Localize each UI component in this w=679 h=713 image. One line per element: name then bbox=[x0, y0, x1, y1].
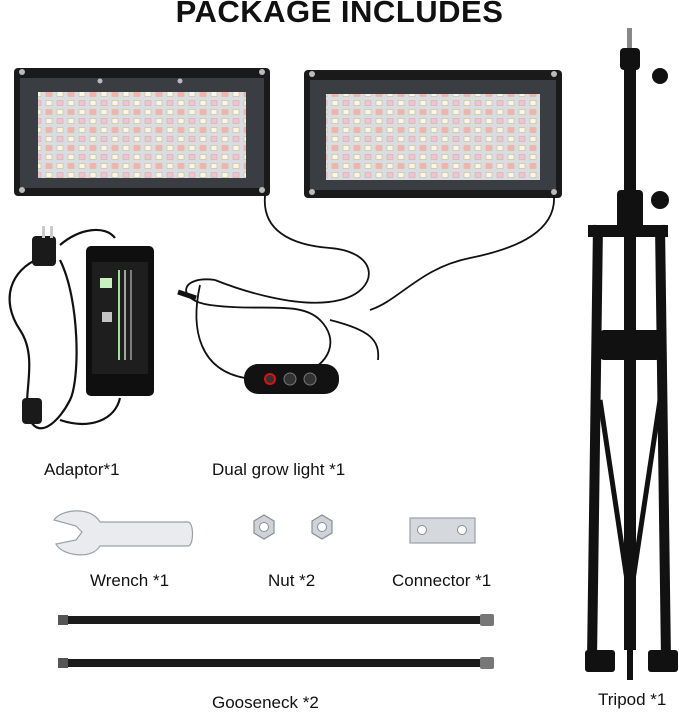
grow-light-left bbox=[14, 68, 270, 196]
connector-plate bbox=[409, 517, 476, 544]
power-adaptor bbox=[8, 226, 154, 430]
dimmer-controller bbox=[244, 364, 339, 394]
label-nut: Nut *2 bbox=[268, 571, 316, 590]
label-tripod: Tripod *1 bbox=[598, 690, 667, 709]
goosenecks bbox=[58, 614, 494, 669]
tripod bbox=[585, 28, 678, 680]
light-cables bbox=[177, 195, 555, 379]
label-dual-grow-light: Dual grow light *1 bbox=[212, 460, 346, 479]
label-wrench: Wrench *1 bbox=[90, 571, 170, 590]
nuts bbox=[253, 514, 333, 540]
grow-light-right bbox=[304, 70, 562, 198]
wrench bbox=[53, 510, 194, 556]
page-title: PACKAGE INCLUDES bbox=[175, 0, 504, 29]
label-gooseneck: Gooseneck *2 bbox=[212, 693, 319, 712]
label-connector: Connector *1 bbox=[392, 571, 492, 590]
label-adaptor: Adaptor*1 bbox=[44, 460, 120, 479]
